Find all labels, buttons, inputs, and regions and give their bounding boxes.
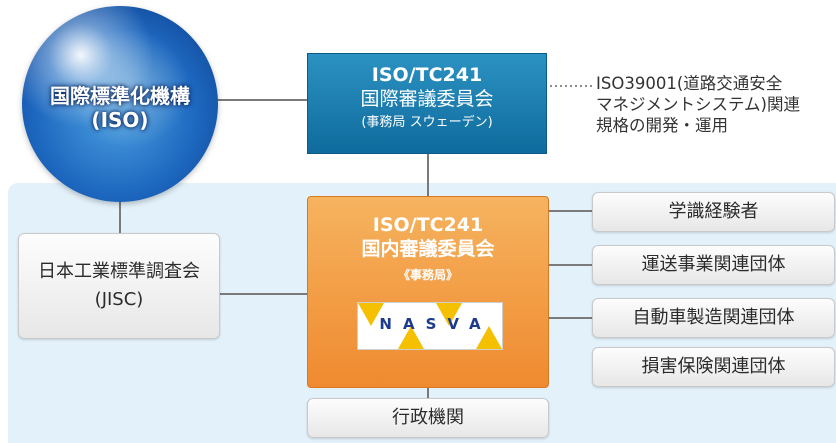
iso-tc-secretariat: (事務局 スウェーデン) [361, 115, 493, 130]
note-line: ISO39001(道路交通安全 [596, 74, 783, 93]
note-line: 規格の開発・運用 [596, 116, 728, 135]
member-insurance-groups: 損害保険関連団体 [592, 347, 835, 387]
domestic-committee-name: 国内審議委員会 [361, 238, 495, 260]
jisc-abbrev: (JISC) [94, 289, 144, 310]
iso-tc241-domestic-committee: ISO/TC241 国内審議委員会 《事務局》 NASVA [307, 196, 549, 388]
member-auto-manufacturing-groups: 自動車製造関連団体 [592, 298, 835, 338]
iso-tc-committee-name: 国際審議委員会 [360, 88, 494, 110]
iso-tc241-international-committee: ISO/TC241 国際審議委員会 (事務局 スウェーデン) [307, 53, 547, 154]
member-transport-business-groups: 運送事業関連団体 [592, 245, 835, 285]
iso-name: 国際標準化機構 [50, 84, 190, 108]
iso-abbrev: (ISO) [91, 108, 149, 132]
domestic-secretariat-label: 《事務局》 [397, 268, 458, 282]
domestic-tc-code: ISO/TC241 [372, 214, 484, 236]
member-academic-experts: 学識経験者 [592, 192, 835, 232]
nasva-logo-shapes [358, 303, 502, 349]
jisc-box: 日本工業標準調査会 (JISC) [18, 233, 220, 339]
jisc-name: 日本工業標準調査会 [38, 261, 200, 282]
government-agencies-box: 行政機関 [307, 398, 549, 438]
note-line: マネジメントシステム)関連 [596, 95, 800, 114]
nasva-logo: NASVA [357, 302, 503, 350]
nasva-logo-text: NASVA [379, 315, 492, 333]
iso-globe: 国際標準化機構 (ISO) [22, 6, 218, 202]
iso39001-note: ISO39001(道路交通安全 マネジメントシステム)関連 規格の開発・運用 [596, 73, 832, 136]
iso-tc-code: ISO/TC241 [371, 64, 483, 86]
